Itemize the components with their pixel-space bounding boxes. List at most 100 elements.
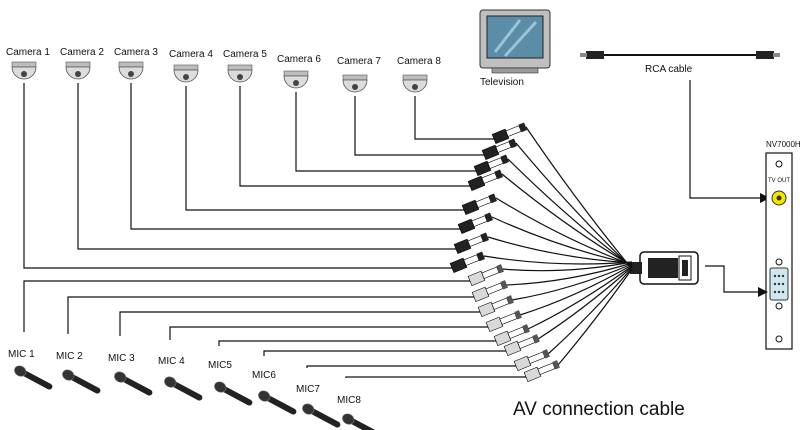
mic-head [302, 403, 315, 415]
plug-sleeve [499, 312, 518, 325]
camera-mount [227, 64, 253, 71]
audio-plug-13 [493, 324, 530, 347]
tv-out-port [771, 190, 787, 206]
fan-wire-6 [507, 158, 633, 268]
bnc-plug-6 [473, 154, 510, 177]
camera-lens [237, 74, 243, 80]
rca-cable-label: RCA cable [645, 64, 693, 75]
plug-sleeve [481, 172, 498, 184]
plug-tail [500, 154, 510, 165]
bnc-plug-8 [491, 122, 528, 145]
av-arrow [705, 265, 758, 293]
mic-3-wire [119, 311, 480, 336]
mic-6-icon [258, 390, 297, 415]
plug-sleeve [463, 254, 480, 266]
camera-6-label: Camera 6 [277, 54, 321, 65]
camera-wires [23, 83, 494, 269]
fan-wire-13 [527, 265, 633, 330]
plug-sleeve [491, 297, 510, 310]
audio-plug-12 [485, 310, 522, 333]
mic-2-label: MIC 2 [56, 351, 83, 362]
bnc-plug-7 [481, 138, 518, 161]
mic-body [349, 418, 381, 430]
plug-sleeve [537, 362, 556, 375]
av-cable-connector [630, 251, 699, 285]
mic-body [171, 381, 203, 401]
mic-7-wire [306, 365, 516, 368]
camera-1-label: Camera 1 [6, 47, 50, 58]
plug-tail [542, 349, 550, 359]
mic-body [265, 395, 297, 415]
camera-3-wire [130, 83, 460, 230]
mic-3-label: MIC 3 [108, 353, 135, 364]
fan-wire-5 [501, 173, 633, 267]
plug-tail [508, 138, 518, 149]
television-icon [479, 9, 551, 74]
plug-tail [484, 212, 494, 223]
mic-5-label: MIC5 [208, 360, 232, 371]
plug-tail [552, 360, 560, 370]
mic-8-label: MIC8 [337, 395, 361, 406]
mic-head [62, 369, 75, 381]
plug-sleeve [507, 326, 526, 339]
fan-wire-7 [515, 142, 633, 269]
camera-mount [118, 61, 144, 68]
fan-wire-8 [525, 126, 633, 270]
bnc-plug-4 [461, 193, 498, 216]
camera-mount [342, 74, 368, 81]
camera-lens [21, 71, 27, 77]
bnc-plug-3 [457, 212, 494, 235]
fan-wire-15 [547, 267, 633, 355]
camera-7-label: Camera 7 [337, 56, 381, 67]
mic-head [114, 371, 127, 383]
camera-lens [183, 74, 189, 80]
plug-tail [514, 310, 522, 320]
mic-4-wire [169, 326, 488, 340]
camera-5-icon [227, 64, 253, 83]
tv-out-label: TV OUT [768, 178, 790, 184]
camera-2-label: Camera 2 [60, 47, 104, 58]
mic-8-wire [345, 376, 526, 378]
plug-sleeve [505, 125, 522, 137]
camera-1-icon [11, 61, 37, 80]
audio-plug-16 [523, 360, 560, 383]
camera-8-icon [402, 74, 428, 93]
fan-wire-3 [491, 216, 633, 265]
mic-8-icon [342, 413, 381, 430]
mic-7-label: MIC7 [296, 384, 320, 395]
audio-plug-15 [513, 349, 550, 372]
camera-2-wire [77, 83, 456, 250]
camera-5-label: Camera 5 [223, 49, 267, 60]
camera-8-wire [414, 96, 494, 140]
mic-4-icon [164, 376, 203, 401]
mic-body [69, 374, 101, 394]
av-arrowhead [758, 287, 768, 297]
device-label: NV7000H [766, 140, 801, 149]
plug-sleeve [527, 351, 546, 364]
mic-1-label: MIC 1 [8, 349, 35, 360]
bnc-plug-2 [453, 232, 490, 255]
mic-head [214, 381, 227, 393]
camera-7-icon [342, 74, 368, 93]
camera-lens [128, 71, 134, 77]
plug-tail [500, 280, 508, 290]
camera-mount [65, 61, 91, 68]
camera-mount [283, 70, 309, 77]
television-label: Television [480, 77, 524, 88]
mic-1-icon [14, 365, 53, 390]
camera-7-wire [354, 96, 484, 156]
plug-sleeve [517, 336, 536, 349]
audio-plug-9 [467, 264, 504, 287]
camera-lens [412, 84, 418, 90]
fan-wire-2 [487, 236, 633, 264]
camera-lens [352, 84, 358, 90]
plug-tail [506, 295, 514, 305]
mic-2-icon [62, 369, 101, 394]
audio-plug-11 [477, 295, 514, 318]
audio-plug-10 [471, 280, 508, 303]
diagram-caption: AV connection cable [513, 399, 685, 420]
mic-6-label: MIC6 [252, 370, 276, 381]
bnc-plug-1 [449, 251, 486, 274]
plug-sleeve [487, 157, 504, 169]
